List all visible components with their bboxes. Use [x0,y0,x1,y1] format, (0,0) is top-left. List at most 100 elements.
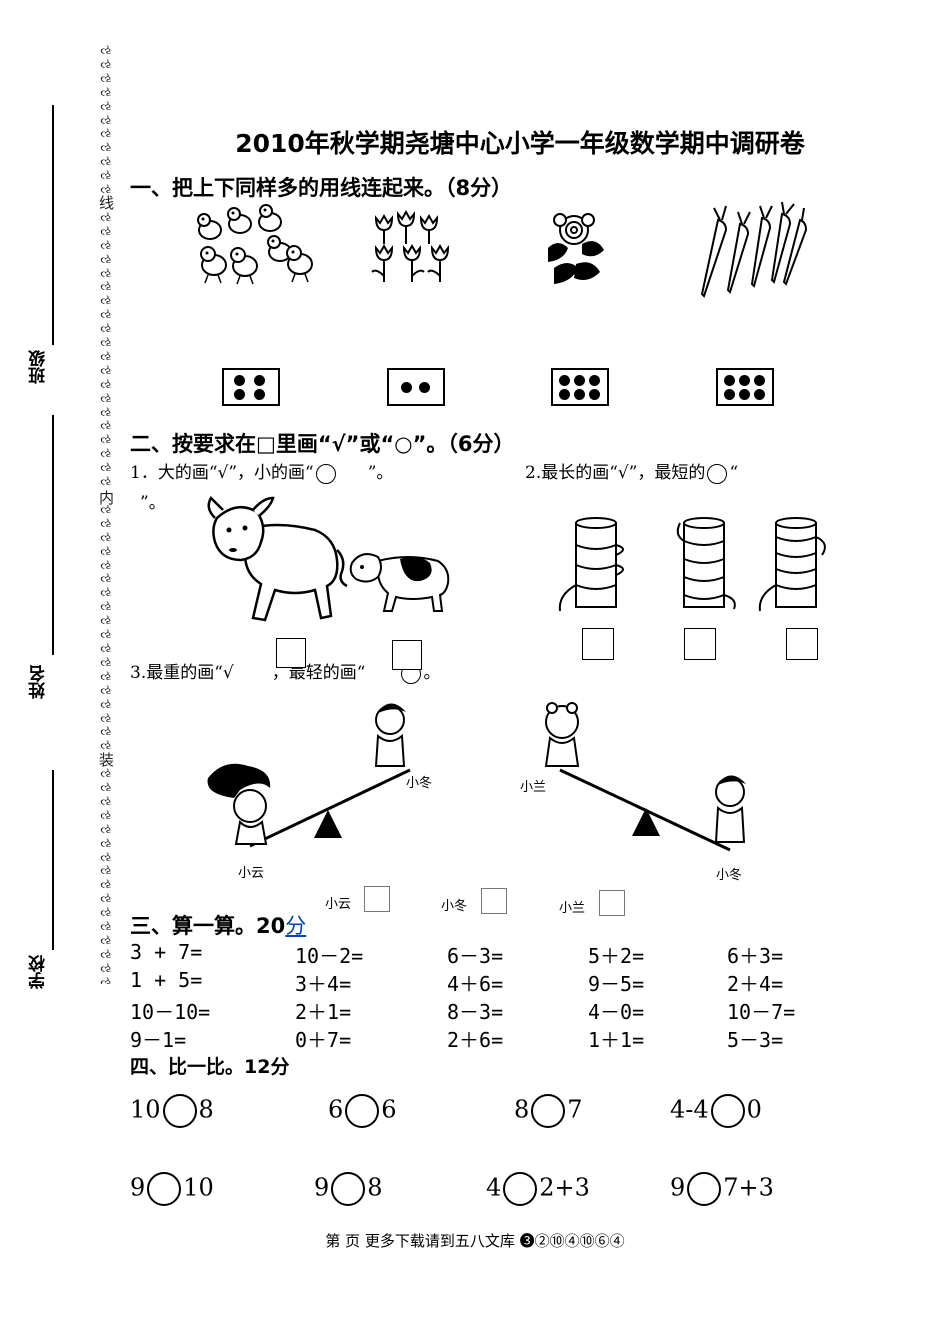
small-cow-icon [349,553,450,612]
circle-symbol [315,463,336,484]
calc-problem: 3 + 7= [130,940,203,964]
calc-problem: 9－1= [130,1028,187,1052]
cylinder-rope-3 [758,517,826,612]
rope-answer-box-1[interactable] [582,628,614,660]
compare-item: 4 2+3 [486,1172,590,1206]
calc-problem: 9－5= [588,972,645,996]
carrot-group-icon [700,201,808,298]
compare-left: 4-4 [670,1095,709,1124]
q2-quote: “ [729,463,739,483]
page-footer: 第 页 更多下载请到五八文库 ❸②⑩④⑩⑥④ [325,1232,625,1250]
dot-box-4 [716,368,774,406]
compare-left: 8 [514,1095,530,1124]
compare-circle[interactable] [162,1094,197,1128]
answer-box-xiaolan[interactable] [599,890,625,916]
compare-item: 10 8 [130,1094,214,1128]
dot-box-3 [551,368,609,406]
class-underline [52,105,54,345]
answer-box-xiaoyun[interactable] [364,886,390,912]
calc-problem: 10－2= [295,944,364,968]
section1-heading: 一、把上下同样多的用线连起来。（8分） [130,176,513,200]
rope-answer-box-2[interactable] [684,628,716,660]
q2-text: 2.最长的画“√”，最短的 “ [525,458,738,484]
rose-group-icon [548,213,604,284]
name-xiaodong-2: 小冬 [716,868,743,883]
big-cow-icon [207,495,348,622]
school-label: 学校 [29,955,49,989]
q2-cont: ”。 [140,493,166,513]
name-xiaodong-1: 小冬 [406,776,433,791]
compare-right: 2+3 [539,1173,590,1202]
compare-left: 9 [670,1173,686,1202]
calc-problem: 10－7= [727,1000,796,1024]
calc-problem: 10－10= [130,1000,211,1024]
q3-mid: ，最轻的画“ [271,663,366,683]
q3-prompt: 3.最重的画“√ [130,663,234,683]
q1-end: ”。 [367,463,394,483]
chick-group-icon [197,204,313,285]
name-underline [52,415,54,655]
compare-right: 7 [567,1095,583,1124]
name-label: 姓名 [29,665,49,699]
compare-left: 9 [130,1173,146,1202]
compare-circle[interactable] [331,1172,366,1206]
section2-heading: 二、按要求在□里画“√”或“○”。（6分） [130,432,515,456]
class-label: 班级 [29,350,49,384]
seesaw-left [207,703,411,848]
q1-text: 1．大的画“√”，小的画“”。 [130,458,393,484]
page-title: 2010年秋学期尧塘中心小学一年级数学期中调研卷 [235,129,805,158]
school-underline [52,770,54,950]
compare-left: 9 [314,1173,330,1202]
compare-circle[interactable] [147,1172,182,1206]
compare-circle[interactable] [503,1172,538,1206]
section3-heading-text: 三、算一算。20 [130,914,286,938]
calc-problem: 0＋7= [295,1028,352,1052]
rope-answer-box-3[interactable] [786,628,818,660]
calc-problem: 3＋4= [295,972,352,996]
calc-problem: 2＋4= [727,972,784,996]
mark-line: 线 [96,195,117,210]
dot-box-2 [387,368,445,406]
compare-left: 4 [486,1173,502,1202]
calc-problem: 4＋6= [447,972,504,996]
calc-problem: 6＋3= [727,944,784,968]
compare-circle[interactable] [710,1094,745,1128]
cylinder-rope-2 [676,517,736,610]
mark-bind: 装 [96,752,117,767]
q2-prompt: 2.最长的画“√”，最短的 [525,463,706,483]
compare-circle[interactable] [687,1172,722,1206]
dot-box-1 [222,368,280,406]
seesaw-right [544,702,746,852]
circle-symbol [707,463,728,484]
compare-item: 9 10 [130,1172,214,1206]
compare-right: 10 [183,1173,214,1202]
compare-circle[interactable] [345,1094,380,1128]
section3-heading: 三、算一算。20分 [130,910,306,940]
compare-right: 7+3 [723,1173,774,1202]
compare-circle[interactable] [531,1094,566,1128]
calc-problem: 1 + 5= [130,968,203,992]
compare-left: 10 [130,1095,161,1124]
answer-box-xiaodong[interactable] [481,888,507,914]
answer-label-xiaodong: 小冬 [441,899,468,914]
calc-problem: 1＋1= [588,1028,645,1052]
answer-label-xiaoyun: 小云 [325,897,352,912]
calc-problem: 5＋2= [588,944,645,968]
section4-heading: 四、比一比。12分 [130,1056,290,1078]
section3-points-link[interactable]: 分 [285,914,307,938]
calc-problem: 8－3= [447,1000,504,1024]
calc-problem: 2＋6= [447,1028,504,1052]
calc-problem: 5－3= [727,1028,784,1052]
compare-right: 8 [367,1173,383,1202]
compare-right: 8 [198,1095,214,1124]
square-symbol-1 [276,638,306,668]
compare-right: 6 [381,1095,397,1124]
q3-end: 。 [423,663,441,683]
name-xiaoyun-1: 小云 [238,866,265,881]
q3-text: 3.最重的画“√ ，最轻的画“ 。 [130,658,440,684]
